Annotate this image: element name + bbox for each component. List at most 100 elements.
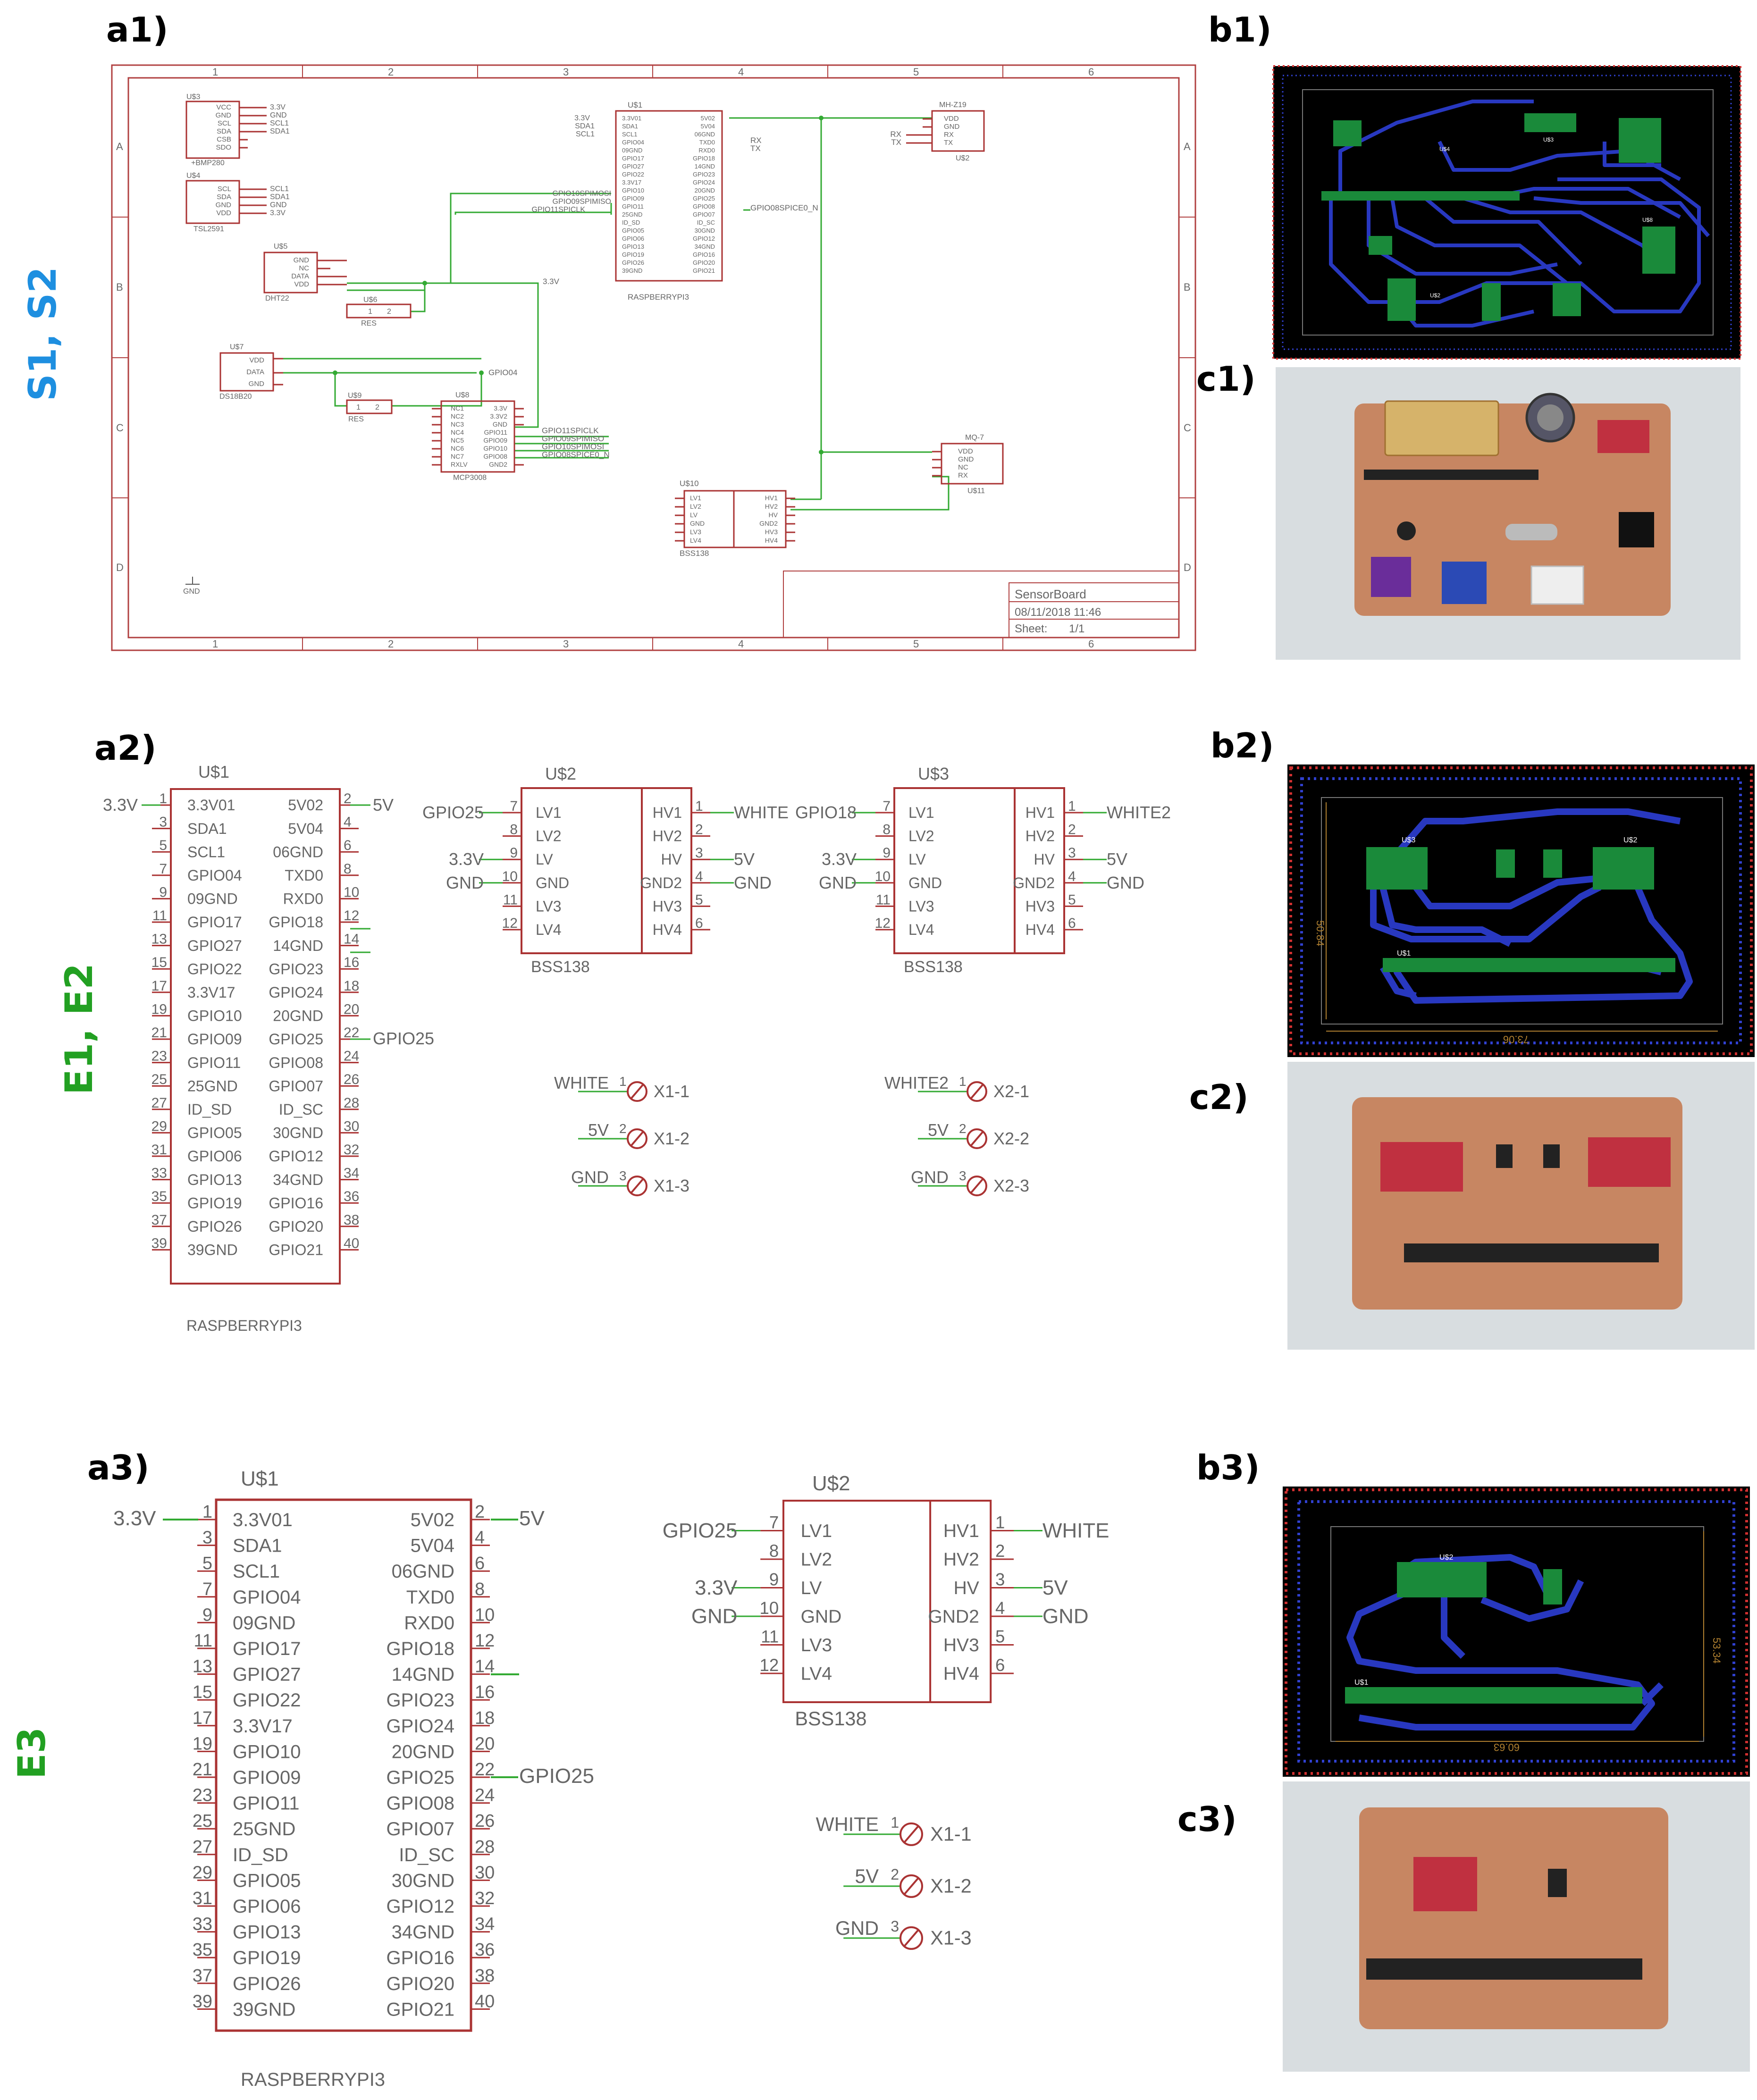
col-num-6-bottom: 6 (1088, 638, 1094, 650)
bss-left-pin-number: 7 (510, 798, 518, 814)
a1-rpi-right-pin: 5V02 (701, 115, 715, 122)
a3-net-5v: 5V (519, 1507, 545, 1530)
a3-rpi-left-pin-label: GPIO11 (233, 1793, 300, 1814)
panel-label-a1: a1) (106, 10, 168, 50)
pcb-b2-label-u1: U$1 (1397, 949, 1411, 958)
a2-rpi-right-pin-number: 22 (344, 1025, 359, 1041)
a3-rpi-right-pin-label: RXD0 (404, 1613, 454, 1633)
a2-rpi-left-pin-label: 3.3V17 (187, 984, 235, 1001)
a3-rpi-right-pin-label: GPIO18 (386, 1638, 454, 1659)
photo-c1-board (1354, 403, 1671, 616)
bss-right-pin-label: HV1 (943, 1521, 979, 1541)
schematic-wires (278, 117, 950, 511)
a2-rpi-right-pin-label: 30GND (273, 1125, 323, 1142)
us3-pin-sda: SDA (217, 127, 231, 135)
us4-net-scl1: SCL1 (270, 185, 289, 193)
us8-l4: NC5 (451, 437, 464, 444)
connector-terminal-slash (904, 1878, 919, 1895)
bss-name: U$2 (812, 1472, 850, 1495)
bss-left-pin-number: 8 (510, 822, 518, 838)
connector-label: X2-2 (993, 1129, 1029, 1148)
a3-rpi-left-pin-number: 31 (193, 1889, 212, 1908)
us3-pin-gnd: GND (216, 111, 232, 119)
a2-rpi-right-pin-number: 34 (344, 1166, 359, 1181)
a3-rpi-right-pin-label: TXD0 (406, 1587, 454, 1608)
us8-r0: 3.3V (494, 404, 507, 412)
a1-rpi-right-pin: 30GND (695, 227, 715, 234)
a1-rpi-right-pin: GPIO18 (693, 155, 715, 162)
side-label-e3: E3 (10, 1727, 54, 1779)
us10-l4: LV3 (690, 528, 701, 536)
bss-right-pin-label: HV4 (653, 921, 682, 938)
pcb-b2-dim-h: 50.84 (1314, 920, 1326, 946)
bss-left-net-label: GPIO25 (663, 1519, 738, 1542)
a3-rpi-name: U$1 (241, 1467, 279, 1490)
bss-left-pin-label: LV2 (536, 828, 562, 845)
us10-r0: HV1 (765, 494, 778, 502)
bss-left-pin-number: 9 (769, 1570, 779, 1589)
bss-right-pin-number: 4 (1068, 869, 1076, 884)
a1-rpi-left-pin: 25GND (622, 211, 642, 218)
a2-rpi-left-pin-number: 25 (151, 1072, 167, 1087)
us8-net-2: GPIO10SPIMOSI (542, 442, 604, 451)
a3-rpi-right-pin-label: 30GND (392, 1870, 454, 1891)
us1-part: RASPBERRYPI3 (628, 293, 689, 302)
a2-rpi-right-pin-number: 18 (344, 978, 359, 994)
bss-left-pin-number: 7 (769, 1513, 779, 1532)
a3-rpi-left-pin-label: GPIO10 (233, 1741, 301, 1762)
bss-left-pin-label: GND (801, 1606, 842, 1627)
a3-rpi-right-pin-label: GPIO12 (386, 1896, 454, 1917)
us1-net-33: 3.3V (574, 114, 590, 122)
bss-left-net-label: GND (446, 873, 484, 892)
bss-right-pin-number: 3 (695, 845, 703, 861)
us3-pin-csb: CSB (217, 135, 231, 143)
us2-net-tx: TX (891, 138, 901, 147)
a2-rpi-left-pin-label: 39GND (187, 1242, 238, 1259)
bss-left-pin-label: GND (536, 874, 569, 891)
connector-label: X1-2 (930, 1875, 971, 1897)
connector-label: X1-2 (654, 1129, 689, 1148)
pcb-layout-b2: U$3 U$2 U$1 73.06 50.84 (1287, 764, 1755, 1057)
a2-rpi-right-pin-label: GPIO20 (269, 1218, 323, 1235)
us5-pin-vdd: VDD (294, 280, 309, 288)
connector-net-label: WHITE (816, 1814, 879, 1835)
pcb-b1-label-u8: U$8 (1642, 217, 1653, 223)
us8-r2: GND (493, 420, 507, 428)
a3-rpi-right-pin-number: 36 (475, 1940, 495, 1960)
us4-pin-sda: SDA (217, 193, 231, 201)
bss-left-pin-number: 10 (760, 1598, 779, 1618)
connector-net-label: GND (835, 1917, 879, 1939)
a2-rpi-left-pin-label: GPIO19 (187, 1194, 242, 1211)
us10-r1: HV2 (765, 503, 778, 510)
us3-net-33: 3.3V (270, 103, 286, 111)
a3-rpi-right-pin-label: GPIO24 (386, 1716, 454, 1737)
a1-rpi-left-pin: GPIO27 (622, 163, 644, 170)
a1-us3-bmp280: U$3 +BMP280 VCC GND SCL SDA CSB SDO 3.3V… (185, 93, 290, 167)
us4-pin-vdd: VDD (216, 209, 231, 217)
bss-right-pin-number: 5 (695, 892, 703, 907)
bss-left-pin-number: 8 (883, 822, 891, 838)
us4-net-gnd: GND (270, 201, 287, 209)
bss-left-pin-label: LV (536, 851, 553, 868)
bss-right-pin-number: 1 (995, 1513, 1005, 1532)
bss-left-pin-label: LV (908, 851, 926, 868)
a3-rpi-left-pin-number: 11 (194, 1631, 212, 1651)
a2-rpi-right-pin-label: GPIO18 (269, 914, 323, 931)
a3-rpi-right-pin-label: GPIO23 (386, 1690, 454, 1711)
a3-rpi-right-pin-label: GPIO21 (386, 1999, 454, 2020)
a3-rpi-right-pin-label: 34GND (392, 1922, 454, 1943)
a2-rpi-left-pin-number: 7 (159, 861, 167, 877)
us8-part: MCP3008 (453, 474, 487, 482)
us8-l3: NC4 (451, 428, 464, 436)
bss-name: U$3 (918, 764, 949, 783)
connector-terminal-slash (970, 1131, 984, 1146)
a2-rpi-left-pin-number: 19 (151, 1001, 167, 1017)
bss-part: BSS138 (795, 1707, 866, 1730)
bss-right-pin-label: HV (1034, 851, 1055, 868)
us11-pin-vdd: VDD (958, 447, 973, 455)
title-block-sheet: 1/1 (1069, 622, 1084, 635)
a3-rpi-right-pin-number: 30 (475, 1863, 495, 1882)
a2-rpi-left-pin-label: 25GND (187, 1077, 238, 1094)
